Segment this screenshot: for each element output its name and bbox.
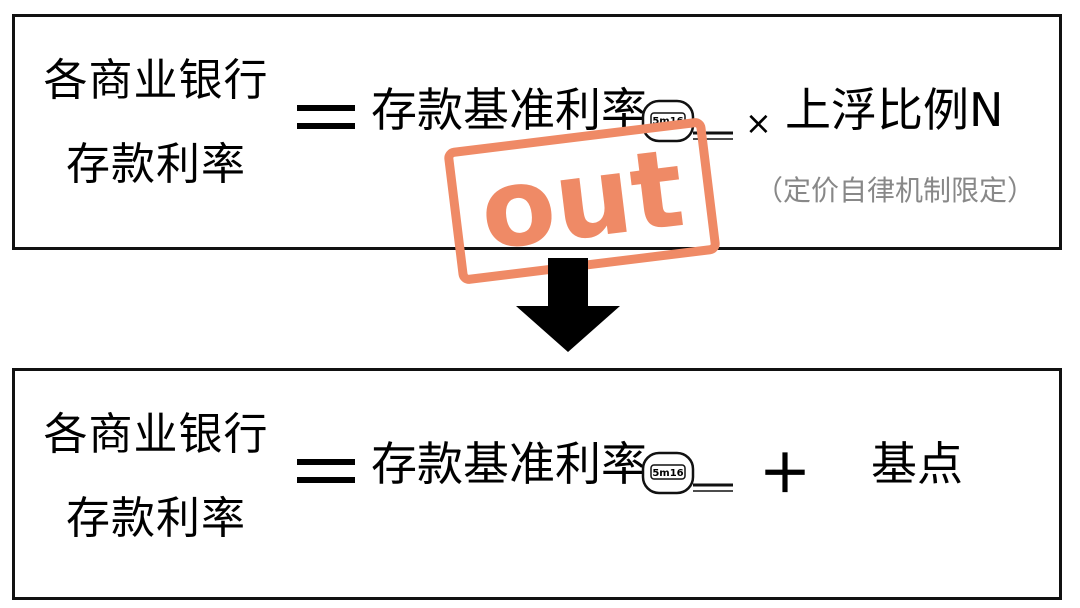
float-ratio: 上浮比例N xyxy=(785,83,1004,137)
tape-label: 5m16 xyxy=(652,468,683,479)
bottom-lhs-line1: 各商业银行 xyxy=(43,409,269,460)
out-stamp-icon: out xyxy=(444,118,720,284)
bottom-formula-box: 各商业银行 存款利率 存款基准利率 5m16 ＋ 基点 xyxy=(12,368,1062,600)
bottom-equals-sign xyxy=(297,455,357,489)
basis-points: 基点 xyxy=(871,437,963,491)
stamp-text: out xyxy=(474,126,690,275)
bottom-lhs-line2: 存款利率 xyxy=(66,493,246,544)
top-lhs-line2: 存款利率 xyxy=(66,139,246,190)
bottom-base-rate: 存款基准利率 xyxy=(371,437,647,491)
times-sign: × xyxy=(745,104,772,142)
arrow-down-icon xyxy=(516,258,620,352)
plus-sign: ＋ xyxy=(759,445,812,505)
tape-measure-icon: 5m16 xyxy=(641,451,733,495)
top-formula-box: 各商业银行 存款利率 存款基准利率 5m16 × 上浮比例N （定价自律机制限定… xyxy=(12,14,1062,284)
top-lhs-line1: 各商业银行 xyxy=(43,55,269,106)
top-equals-sign xyxy=(297,101,357,135)
pricing-note: （定价自律机制限定） xyxy=(755,174,1036,207)
top-base-rate: 存款基准利率 xyxy=(371,83,647,137)
